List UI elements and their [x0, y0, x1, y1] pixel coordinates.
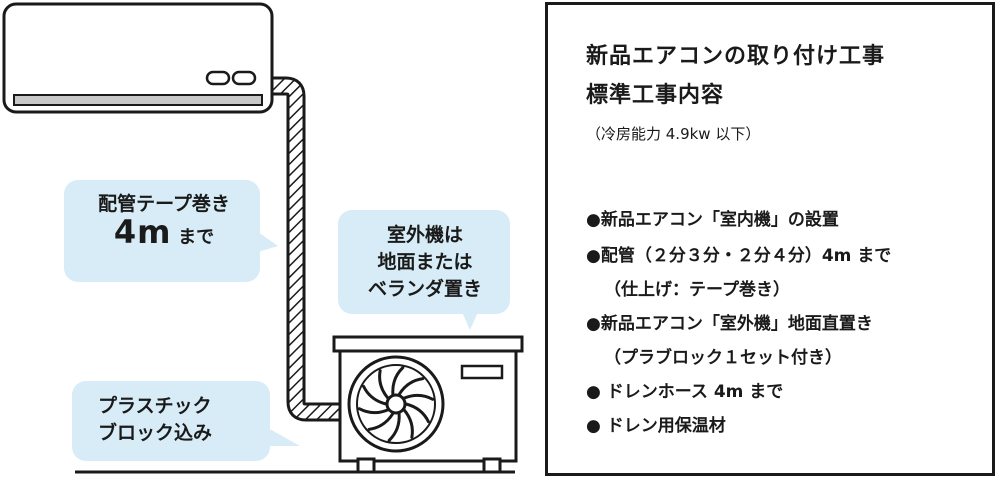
indoor-unit	[2, 2, 274, 114]
block-line-2: ブロック込み	[98, 422, 213, 444]
block-bubble-text: プラスチック ブロック込み	[72, 393, 272, 447]
panel-title-2: 標準工事内容	[586, 83, 725, 108]
outdoor-bubble	[338, 210, 510, 330]
fan-blade	[404, 402, 430, 424]
tape-suffix: まで	[178, 227, 215, 248]
fan-blade	[402, 408, 414, 439]
list-item: ● ドレン用保温材	[586, 416, 726, 436]
fan-blade	[397, 377, 425, 396]
outdoor-line-2: 地面または	[377, 251, 473, 273]
outdoor-line-3: ベランダ置き	[367, 278, 482, 300]
fan-blade	[362, 384, 388, 406]
panel-title: 新品エアコンの取り付け工事	[586, 44, 886, 69]
list-item: ●配管（２分３分・２分４分）4m まで	[586, 246, 892, 266]
list-item: ●新品エアコン「室外機」地面直置き	[586, 314, 873, 334]
tape-bubble-text: 配管テープ巻き 4m まで	[64, 190, 264, 252]
fan-blade	[387, 412, 401, 442]
panel-subtitle: （冷房能力 4.9kw 以下）	[586, 125, 761, 143]
installation-illustration: 配管テープ巻き 4m まで 室外機は 地面または ベランダ置き プラスチック ブ…	[2, 2, 524, 474]
tape-label: 配管テープ巻き	[98, 193, 230, 215]
block-bubble	[72, 381, 300, 461]
fan-blade	[402, 393, 435, 401]
fan-blade	[357, 407, 390, 415]
list-item: ●新品エアコン「室内機」の設置	[586, 210, 839, 230]
fan-blade	[378, 369, 390, 400]
list-item-note: （仕上げ：テープ巻き）	[604, 280, 790, 300]
list-item-note: （プラブロック１セット付き）	[604, 348, 842, 368]
fan-blade	[367, 412, 395, 431]
list-item: ● ドレンホース 4m まで	[586, 382, 784, 402]
tape-length: 4m	[113, 213, 172, 251]
installation-info-panel: 新品エアコンの取り付け工事 標準工事内容 （冷房能力 4.9kw 以下） ●新品…	[545, 2, 995, 476]
outdoor-bubble-text: 室外機は 地面または ベランダ置き	[340, 222, 510, 303]
block-line-1: プラスチック	[98, 395, 212, 417]
outdoor-unit	[332, 335, 524, 474]
fan-blade	[391, 366, 405, 396]
tape-bubble	[64, 180, 278, 282]
outdoor-line-1: 室外機は	[386, 224, 463, 246]
